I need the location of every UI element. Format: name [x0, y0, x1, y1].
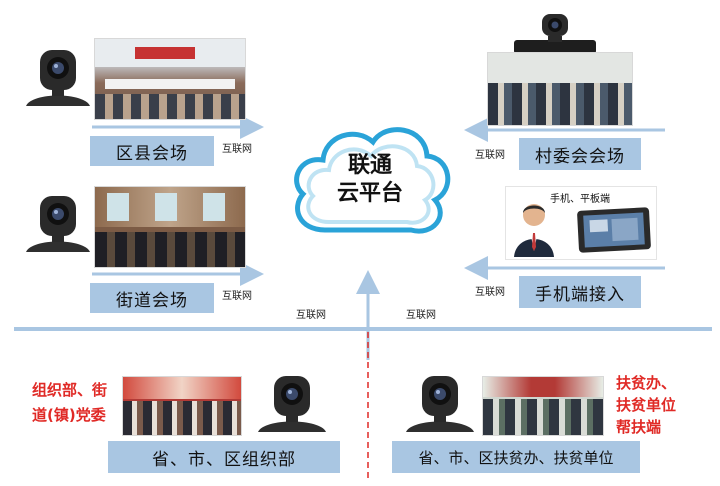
mobile-devices-panel — [505, 186, 657, 260]
ptz-camera-icon — [406, 376, 474, 432]
annotation-right: 扶贫办、 扶贫单位 帮扶端 — [616, 372, 676, 438]
site-label-village: 村委会会场 — [519, 138, 641, 170]
org-dept-meeting-photo — [122, 376, 242, 436]
cloud-line1: 联通 — [347, 153, 392, 178]
net-label-county: 互联网 — [222, 144, 252, 155]
conference-camera-icon — [514, 14, 596, 54]
site-label-street: 街道会场 — [90, 283, 214, 313]
annotation-left-line1: 组织部、街 — [32, 381, 108, 399]
cloud-platform-title: 联通 云平台 — [320, 152, 420, 208]
site-label-poverty-office: 省、市、区扶贫办、扶贫单位 — [392, 441, 640, 473]
annotation-right-line2: 扶贫单位 — [616, 396, 677, 414]
village-meeting-photo — [487, 52, 633, 126]
poverty-office-meeting-photo — [482, 376, 604, 436]
annotation-right-line3: 帮扶端 — [616, 418, 662, 436]
net-label-street: 互联网 — [222, 291, 252, 302]
cloud-line2: 云平台 — [336, 181, 403, 206]
site-label-mobile: 手机端接入 — [519, 276, 641, 308]
cloud-icon — [294, 127, 451, 234]
tablet-icon — [577, 207, 651, 253]
annotation-right-line1: 扶贫办、 — [616, 374, 677, 392]
ptz-camera-icon — [26, 196, 90, 252]
annotation-left: 组织部、街 道(镇)党委 — [32, 378, 107, 428]
net-label-bottom-right: 互联网 — [406, 310, 436, 321]
ptz-camera-icon — [258, 376, 326, 432]
annotation-left-line2: 道(镇)党委 — [32, 406, 106, 424]
ptz-camera-icon — [26, 50, 90, 106]
net-label-mobile: 互联网 — [475, 287, 505, 298]
user-icon — [514, 204, 554, 257]
site-label-org-dept: 省、市、区组织部 — [108, 441, 340, 473]
county-meeting-photo — [94, 38, 246, 120]
net-label-village: 互联网 — [475, 150, 505, 161]
net-label-bottom-left: 互联网 — [296, 310, 326, 321]
street-meeting-photo — [94, 186, 246, 268]
site-label-county: 区县会场 — [90, 136, 214, 166]
device-caption: 手机、平板端 — [550, 194, 610, 205]
